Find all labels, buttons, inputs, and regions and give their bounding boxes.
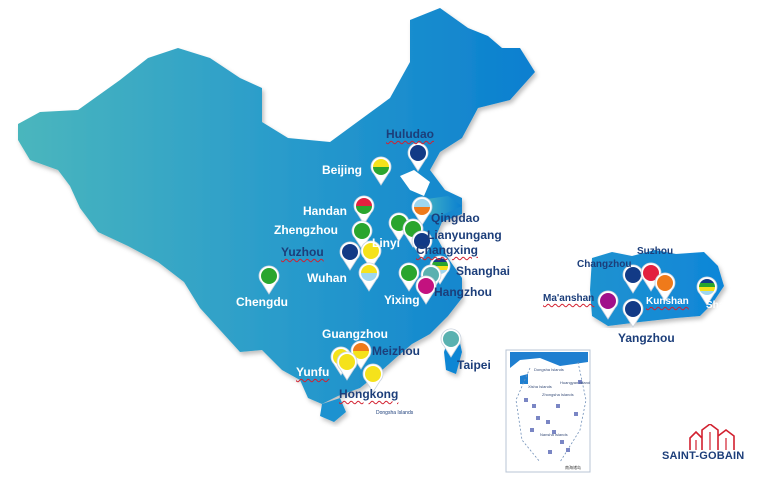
hainan-island <box>320 398 346 422</box>
pin-huludao-navy-pin-icon[interactable] <box>407 142 429 172</box>
yangtze-inset-label-bar <box>590 328 712 348</box>
city-label-huludao[interactable]: Huludao <box>386 127 434 141</box>
sea-inset-island-mark <box>560 440 564 444</box>
bohai-bay <box>400 170 430 196</box>
inset-title-yangzhou: Yangzhou <box>618 331 675 345</box>
pin-taipei-teal-pin-icon[interactable] <box>440 328 462 358</box>
pin-zhengzhou-green-pin-icon[interactable] <box>351 220 373 250</box>
pin-yuzhou-navy-pin-icon[interactable] <box>339 241 361 271</box>
inset-label-shanghai[interactable]: Shanghai <box>706 300 752 311</box>
sea-inset-island-mark <box>574 412 578 416</box>
city-label-handan[interactable]: Handan <box>303 204 348 218</box>
inset-pin-kunshan-orange-pin-icon[interactable] <box>654 272 676 302</box>
sea-inset-island-mark <box>552 430 556 434</box>
sea-inset-island-mark <box>566 448 570 452</box>
city-label-meizhou[interactable]: Meizhou <box>372 344 420 358</box>
inset-pin-shanghai-striped-pin-icon[interactable] <box>696 276 718 306</box>
pin-chengdu-green-pin-icon[interactable] <box>258 265 280 295</box>
sea-inset-island-mark <box>546 420 550 424</box>
sea-label-zhongsha: Zhongsha Islands <box>542 392 574 397</box>
sea-inset-island-mark <box>530 428 534 432</box>
sea-label-dongsha: Dongsha Islands <box>534 367 564 372</box>
pin-hangzhou-magenta-pin-icon[interactable] <box>415 275 437 305</box>
city-label-qingdao[interactable]: Qingdao <box>431 211 480 225</box>
pin-hongkong-yellow-pin-icon[interactable] <box>362 363 384 393</box>
sea-inset-island-mark <box>548 450 552 454</box>
china-mainland-shape <box>18 8 535 404</box>
city-label-wuhan[interactable]: Wuhan <box>307 271 347 285</box>
city-label-changxing[interactable]: Changxing <box>416 243 478 257</box>
city-label-shanghai[interactable]: Shanghai <box>456 264 511 278</box>
city-label-guangzhou[interactable]: Guangzhou <box>322 327 388 341</box>
city-label-yunfu[interactable]: Yunfu <box>296 365 330 379</box>
dongsha-islands-label: Dongsha Islands <box>376 410 414 416</box>
pin-yixing-green-pin-icon[interactable] <box>398 262 420 292</box>
city-label-hongkong[interactable]: Hongkong <box>339 387 399 401</box>
inset-pin-kunshan-navy-pin-icon[interactable] <box>622 298 644 328</box>
city-label-zhengzhou[interactable]: Zhengzhou <box>274 223 338 237</box>
sea-inset-boundary-line <box>515 361 587 463</box>
south-china-sea-coast <box>510 352 588 368</box>
pin-changxing-navy-pin-icon[interactable] <box>411 230 433 260</box>
city-label-yuzhou[interactable]: Yuzhou <box>281 245 324 259</box>
sea-inset-island-mark <box>556 404 560 408</box>
inset-label-kunshan[interactable]: Kunshan <box>646 296 689 307</box>
inset-label-maanshan[interactable]: Ma'anshan <box>543 293 595 304</box>
sea-inset-island-mark <box>532 404 536 408</box>
inset-label-suzhou[interactable]: Suzhou <box>637 246 674 257</box>
sea-inset-island-mark <box>578 380 582 384</box>
saint-gobain-logo-text: SAINT-GOBAIN <box>662 450 745 462</box>
pin-wuhan-yellow-blue-pin-icon[interactable] <box>358 262 380 292</box>
pin-yunfu-yellow-pin-icon[interactable] <box>336 351 358 381</box>
city-label-yixing[interactable]: Yixing <box>384 293 420 307</box>
city-label-taipei[interactable]: Taipei <box>457 358 491 372</box>
sea-inset-island-mark <box>536 416 540 420</box>
sea-label-nansha: Nansha Islands <box>540 432 568 437</box>
pin-yuzhou-yellow-pin-icon[interactable] <box>360 240 382 270</box>
city-label-linyi[interactable]: Linyi <box>372 236 401 250</box>
sea-label-huangyan: Huangyan Island <box>560 380 591 385</box>
pin-qingdao-blue-orange-pin-icon[interactable] <box>411 196 433 226</box>
saint-gobain-logo-icon <box>689 424 735 450</box>
sea-inset-title: 南海诸岛 <box>565 465 581 470</box>
pin-handan-red-green-pin-icon[interactable] <box>353 195 375 225</box>
sea-inset-island-mark <box>524 398 528 402</box>
pin-beijing-yellow-green-pin-icon[interactable] <box>370 156 392 186</box>
inset-label-changzhou[interactable]: Changzhou <box>577 259 632 270</box>
sea-label-xisha: Xisha Islands <box>528 384 552 389</box>
inset-pin-changzhou-navy-pin-icon[interactable] <box>622 264 644 294</box>
city-label-chengdu[interactable]: Chengdu <box>236 295 288 309</box>
inset-pin-maanshan-purple-pin-icon[interactable] <box>597 290 619 320</box>
city-label-hangzhou[interactable]: Hangzhou <box>434 285 492 299</box>
city-label-lianyungang[interactable]: Lianyungang <box>427 228 502 242</box>
city-label-beijing[interactable]: Beijing <box>322 163 363 177</box>
